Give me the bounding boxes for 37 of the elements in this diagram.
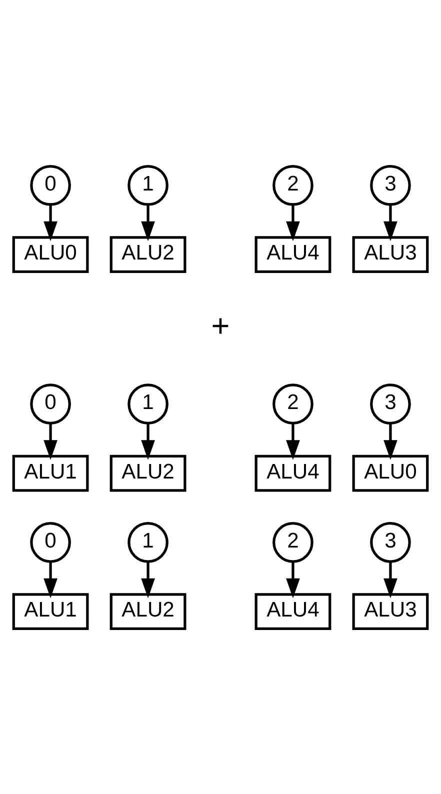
node-box: ALU2 xyxy=(110,236,186,272)
node-circle: 1 xyxy=(128,164,168,206)
node-circle: 3 xyxy=(370,383,411,424)
node-box: ALU4 xyxy=(254,454,332,492)
arrow xyxy=(384,561,398,598)
node-box: ALU2 xyxy=(110,592,186,630)
node-box: ALU3 xyxy=(352,236,429,272)
arrow xyxy=(286,204,300,241)
node-circle: 2 xyxy=(272,522,314,562)
label: + xyxy=(211,306,230,343)
node-box: ALU3 xyxy=(352,592,429,630)
node-circle: 3 xyxy=(370,164,411,206)
arrow xyxy=(141,204,155,241)
node-box: ALU4 xyxy=(254,236,332,272)
node-circle: 2 xyxy=(272,383,314,424)
node-box: ALU1 xyxy=(12,454,89,492)
node-box: ALU0 xyxy=(12,236,89,272)
node-box: ALU2 xyxy=(110,454,186,492)
node-circle: 2 xyxy=(272,164,314,206)
node-circle: 1 xyxy=(128,383,168,424)
node-circle: 0 xyxy=(30,164,71,206)
node-circle: 0 xyxy=(30,522,71,562)
node-box: ALU4 xyxy=(254,592,332,630)
arrow xyxy=(286,422,300,460)
arrow xyxy=(384,422,398,460)
arrow xyxy=(141,422,155,460)
arrow xyxy=(141,561,155,598)
arrow xyxy=(44,561,58,598)
arrow xyxy=(286,561,300,598)
arrow xyxy=(384,204,398,241)
node-box: ALU0 xyxy=(352,454,429,492)
arrow xyxy=(44,204,58,241)
arrow xyxy=(44,422,58,460)
node-circle: 3 xyxy=(370,522,411,562)
node-circle: 0 xyxy=(30,383,71,424)
node-circle: 1 xyxy=(128,522,168,562)
node-box: ALU1 xyxy=(12,592,89,630)
